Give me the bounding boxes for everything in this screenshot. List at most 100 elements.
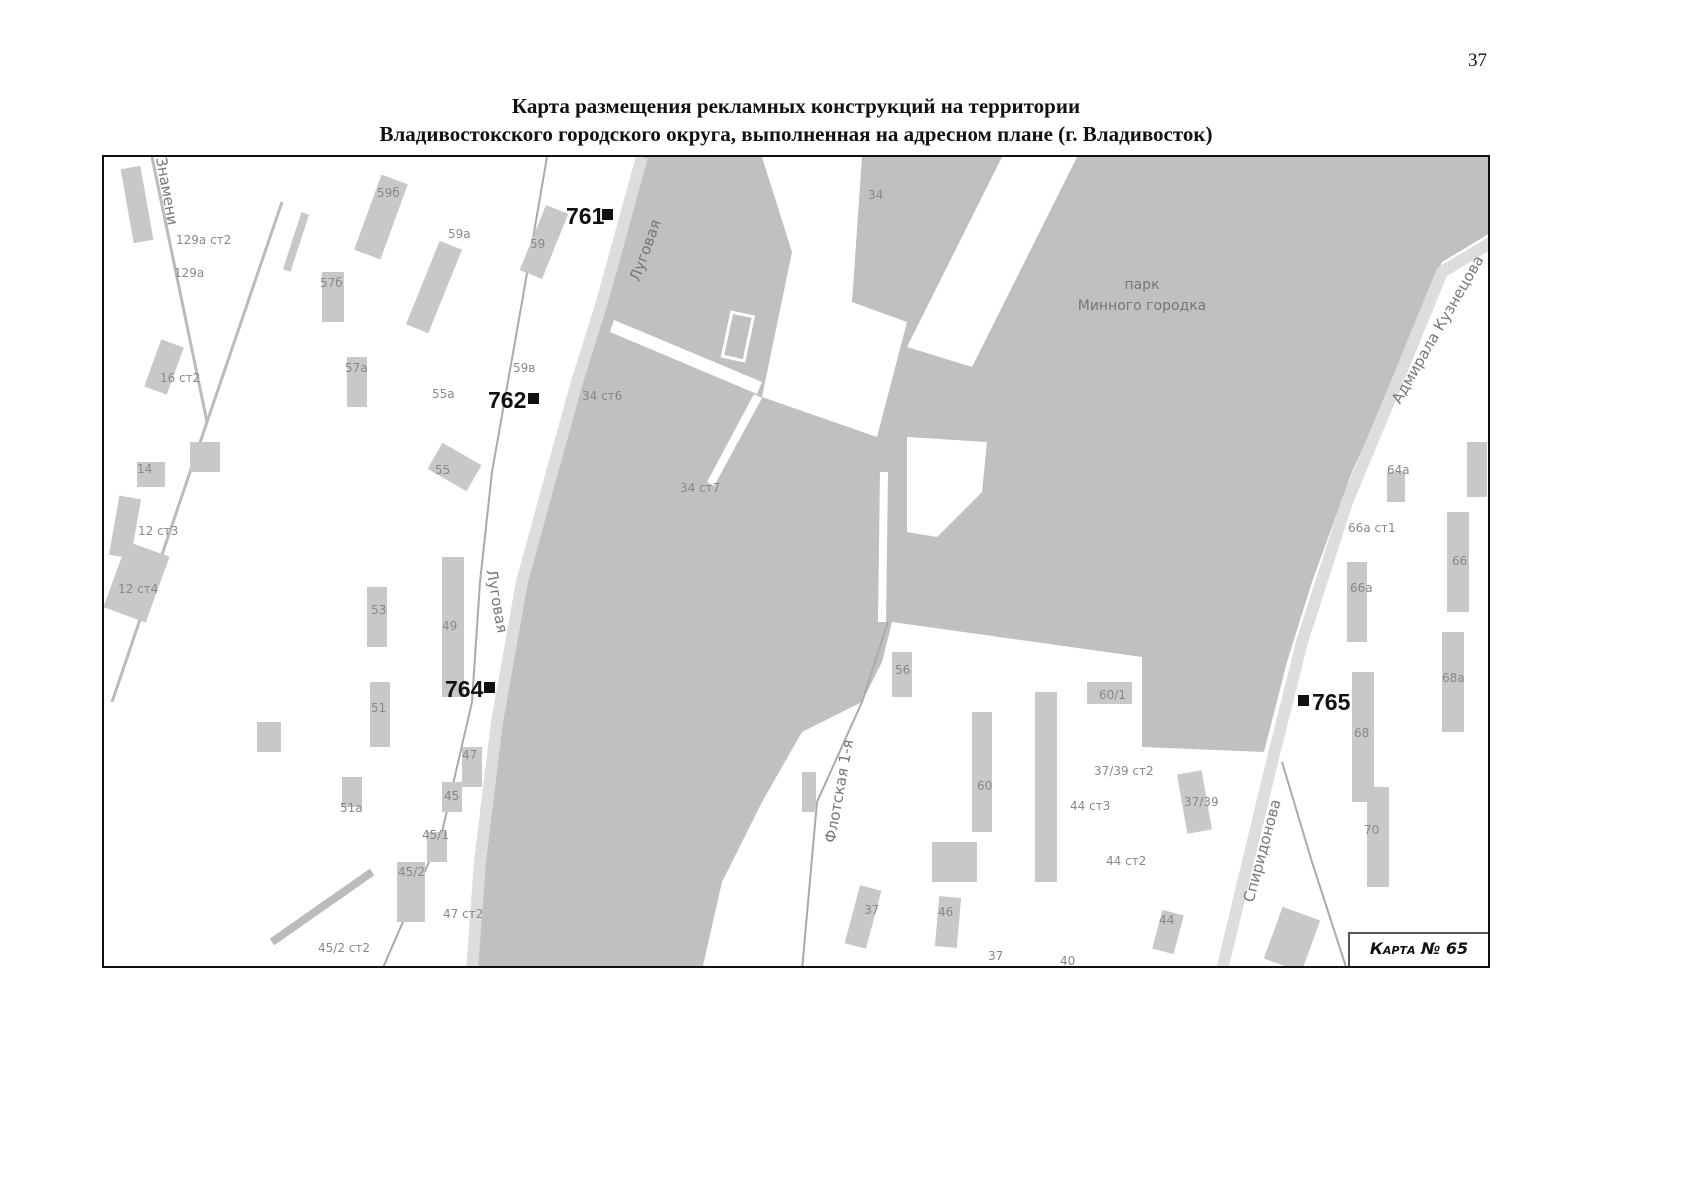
- road-edge: [1281, 761, 1347, 966]
- building: [462, 747, 482, 787]
- building-label: 60/1: [1099, 688, 1126, 702]
- marker-762-label: 762: [488, 387, 526, 413]
- building: [190, 442, 220, 472]
- building-label: 59б: [377, 186, 400, 200]
- building: [1467, 442, 1487, 497]
- buildings: [104, 165, 1487, 966]
- building-label: 51: [371, 701, 386, 715]
- land-features: [610, 157, 1077, 622]
- building: [1087, 682, 1132, 704]
- building: [1367, 787, 1389, 887]
- water-polygon: [472, 157, 1488, 966]
- road-branch: [205, 201, 284, 423]
- marker-761-label: 761: [566, 203, 605, 229]
- park-label-line1: парк: [1124, 277, 1159, 293]
- building: [972, 712, 992, 832]
- building: [1263, 906, 1321, 966]
- building-label: 37/39: [1184, 795, 1219, 809]
- park-label-line2: Минного городка: [1078, 298, 1207, 314]
- pier-jetty: [878, 472, 888, 622]
- building-label: 55: [435, 463, 450, 477]
- building: [519, 205, 569, 279]
- street-label: Знамени: [152, 157, 182, 227]
- water-area: [472, 157, 1488, 966]
- pier-walkway: [707, 394, 762, 486]
- pier-land: [762, 157, 907, 437]
- building: [1176, 770, 1213, 834]
- pier-boat: [720, 310, 756, 363]
- building: [802, 772, 816, 812]
- building-label: 14: [137, 462, 152, 476]
- pier-strip: [907, 157, 1077, 367]
- road-flotskaya: [801, 621, 889, 966]
- building-label: 37: [988, 949, 1003, 963]
- building: [406, 240, 462, 334]
- building-label: 56: [895, 663, 910, 677]
- building-label: 45/1: [422, 828, 449, 842]
- building: [1387, 472, 1405, 502]
- building: [1152, 909, 1184, 955]
- building-label: 45/2: [398, 865, 425, 879]
- building-label: 55а: [432, 387, 455, 401]
- building: [104, 541, 170, 623]
- building: [442, 782, 462, 812]
- building-label: 47 ст2: [443, 907, 483, 921]
- building-label: 57б: [320, 276, 343, 290]
- building-label: 12 ст4: [118, 582, 158, 596]
- building-label: 59: [530, 237, 545, 251]
- building: [108, 495, 142, 559]
- title-line-2: Владивостокского городского округа, выпо…: [379, 122, 1213, 146]
- building-label: 46: [938, 905, 953, 919]
- building-label: 44 ст2: [1106, 854, 1146, 868]
- building: [137, 462, 165, 487]
- building: [1352, 672, 1374, 802]
- building: [1347, 562, 1367, 642]
- building-label: 16 ст2: [160, 371, 200, 385]
- building-label: 129а: [174, 266, 204, 280]
- building-label: 60: [977, 779, 992, 793]
- street-label: Флотская 1-я: [821, 738, 857, 844]
- building-label: 59в: [513, 361, 535, 375]
- street-label: Луговая: [482, 568, 511, 634]
- building-label: 49: [442, 619, 457, 633]
- building: [354, 174, 408, 260]
- building: [932, 842, 977, 882]
- building-label: 44 ст3: [1070, 799, 1110, 813]
- building: [1447, 512, 1469, 612]
- building-label: 45: [444, 789, 459, 803]
- building-label: 68а: [1442, 671, 1465, 685]
- building: [347, 357, 367, 407]
- building: [442, 557, 464, 697]
- pier-island: [907, 437, 987, 537]
- page-number: 37: [1468, 50, 1487, 71]
- building: [322, 272, 344, 322]
- building-label: 44: [1159, 913, 1174, 927]
- building: [342, 777, 362, 807]
- building-label: 70: [1364, 823, 1379, 837]
- marker-764-label: 764: [445, 676, 484, 702]
- building-label: 129а ст2: [176, 233, 231, 247]
- building-label: 37/39 ст2: [1094, 764, 1154, 778]
- building: [144, 339, 184, 395]
- building-label: 64а: [1387, 463, 1410, 477]
- roads: [110, 157, 1488, 966]
- building-label: 51а: [340, 801, 363, 815]
- building: [1442, 632, 1464, 732]
- building: [397, 862, 425, 922]
- building-label: 66а ст1: [1348, 521, 1396, 535]
- building: [120, 165, 154, 244]
- building: [844, 885, 882, 949]
- building-label: 34: [868, 188, 883, 202]
- map-number-label: Карта № 65: [1348, 932, 1488, 966]
- road-branch: [269, 868, 375, 946]
- building-label: 59а: [448, 227, 471, 241]
- building-label: 40: [1060, 954, 1075, 968]
- building-label: 57а: [345, 361, 368, 375]
- building-label: 66: [1452, 554, 1467, 568]
- building: [427, 442, 482, 492]
- pier-walkway: [610, 320, 762, 394]
